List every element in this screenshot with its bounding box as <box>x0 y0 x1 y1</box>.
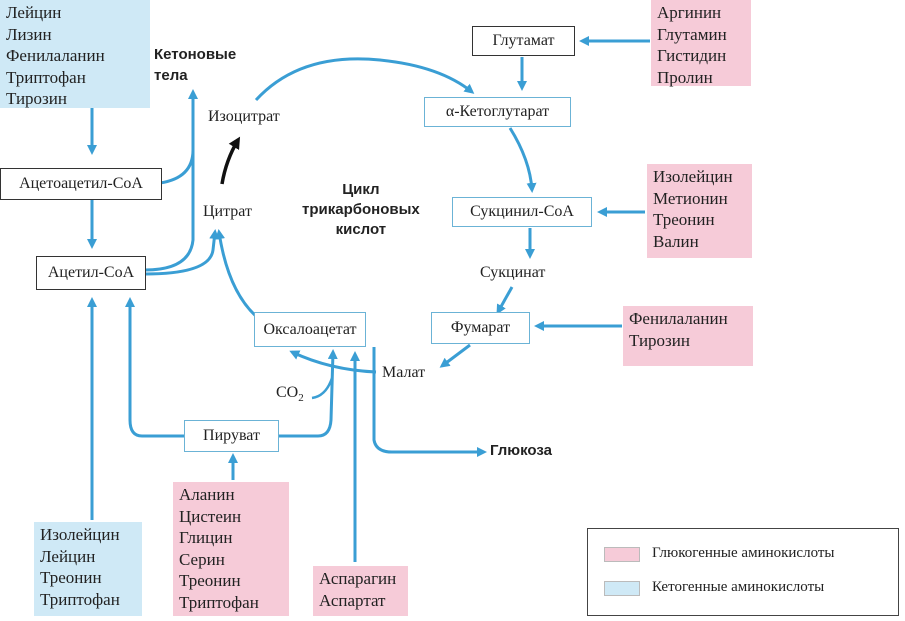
arrow-acetyl-to-ketone <box>144 150 195 272</box>
legend-ketogenic-label: Кетогенные аминокислоты <box>652 579 825 595</box>
oxaloacetate-node: Оксалоацетат <box>254 312 366 347</box>
arrow-oxaloacetate-to-glucose <box>372 347 487 457</box>
aa-item: Серин <box>179 549 225 569</box>
aa-item: Фенилаланин <box>629 309 728 328</box>
aa-item: Лейцин <box>6 3 62 22</box>
glucogenic-amino-acids-succinyl: Изолейцин Метионин Треонин Валин <box>647 164 752 258</box>
co2-release-arrow <box>311 377 334 400</box>
fumarate-node: Фумарат <box>431 312 530 344</box>
legend-ketogenic-swatch <box>604 581 640 596</box>
arrow-acetoacetyl-to-ketone <box>159 89 198 185</box>
glutamate-node: Глутамат <box>472 26 575 56</box>
aa-item: Триптофан <box>6 67 86 87</box>
arrow-isocitrate-to-akg <box>254 57 475 102</box>
aa-item: Лейцин <box>40 546 96 566</box>
aa-item: Цистеин <box>179 506 242 526</box>
aa-item: Аланин <box>179 485 235 504</box>
arrow-pyruvate-to-acetyl <box>125 297 184 438</box>
malate-label: Малат <box>382 364 426 381</box>
aa-item: Тирозин <box>629 330 690 350</box>
alpha-ketoglutarate-node: α-Кетоглутарат <box>424 97 571 127</box>
aa-item: Метионин <box>653 188 728 208</box>
glucogenic-amino-acids-oxaloacetate: Аспарагин Аспартат <box>313 566 408 616</box>
aa-item: Изолейцин <box>653 167 733 186</box>
glucogenic-amino-acids-fumarate: Фенилаланин Тирозин <box>623 306 753 366</box>
aa-item: Аргинин <box>657 3 722 22</box>
ketogenic-amino-acids-bottom: Изолейцин Лейцин Треонин Триптофан <box>34 522 142 616</box>
aa-item: Аспарагин <box>319 569 397 588</box>
aa-item: Гистидин <box>657 46 727 65</box>
tca-cycle-label: Цикл трикарбоновых кислот <box>302 181 420 238</box>
arrow-oxaloacetate-to-citrate <box>215 229 259 320</box>
legend: Глюкогенные аминокислоты Кетогенные амин… <box>587 528 899 616</box>
legend-glucogenic-label: Глюкогенные аминокислоты <box>652 545 835 561</box>
aa-item: Пролин <box>657 67 713 87</box>
aa-item: Глутамин <box>657 24 727 44</box>
acetyl-coa-node: Ацетил-CoA <box>36 256 146 290</box>
glucogenic-amino-acids-glutamate: Аргинин Глутамин Гистидин Пролин <box>651 0 751 87</box>
arrow-succinate-to-fumarate <box>496 286 514 315</box>
isocitrate-label: Изоцитрат <box>208 108 280 125</box>
glucose-label: Глюкоза <box>490 442 552 459</box>
aa-item: Тирозин <box>6 89 67 108</box>
aa-item: Треонин <box>653 210 715 229</box>
succinyl-coa-node: Сукцинил-CoA <box>452 197 592 227</box>
aa-item: Изолейцин <box>40 525 120 544</box>
pyruvate-node: Пируват <box>184 420 279 452</box>
ketogenic-amino-acids-top: Лейцин Лизин Фенилаланин Триптофан Тироз… <box>0 0 150 108</box>
aa-item: Треонин <box>40 568 102 587</box>
aa-item: Триптофан <box>179 592 259 612</box>
arrow-citrate-to-isocitrate <box>220 136 241 185</box>
aa-item: Валин <box>653 231 699 251</box>
aa-item: Аспартат <box>319 590 386 610</box>
aa-item: Фенилаланин <box>6 46 105 65</box>
ketone-bodies-label: Кетоновые тела <box>154 46 237 84</box>
co2-label: CO2 <box>276 384 304 405</box>
aa-item: Триптофан <box>40 589 120 609</box>
succinate-label: Сукцинат <box>480 264 546 281</box>
arrow-pyruvate-to-oxaloacetate <box>279 349 338 438</box>
acetoacetyl-coa-node: Ацетоацетил-CoA <box>0 168 162 200</box>
arrow-fumarate-to-malate <box>439 343 471 368</box>
aa-item: Треонин <box>179 571 241 590</box>
legend-glucogenic-swatch <box>604 547 640 562</box>
aa-item: Лизин <box>6 24 52 44</box>
arrow-acetyl-to-citrate <box>144 229 220 276</box>
aa-item: Глицин <box>179 528 233 547</box>
glucogenic-amino-acids-pyruvate: Аланин Цистеин Глицин Серин Треонин Трип… <box>173 482 289 616</box>
arrow-akg-to-succinyl <box>508 127 537 193</box>
citrate-label: Цитрат <box>203 203 252 220</box>
